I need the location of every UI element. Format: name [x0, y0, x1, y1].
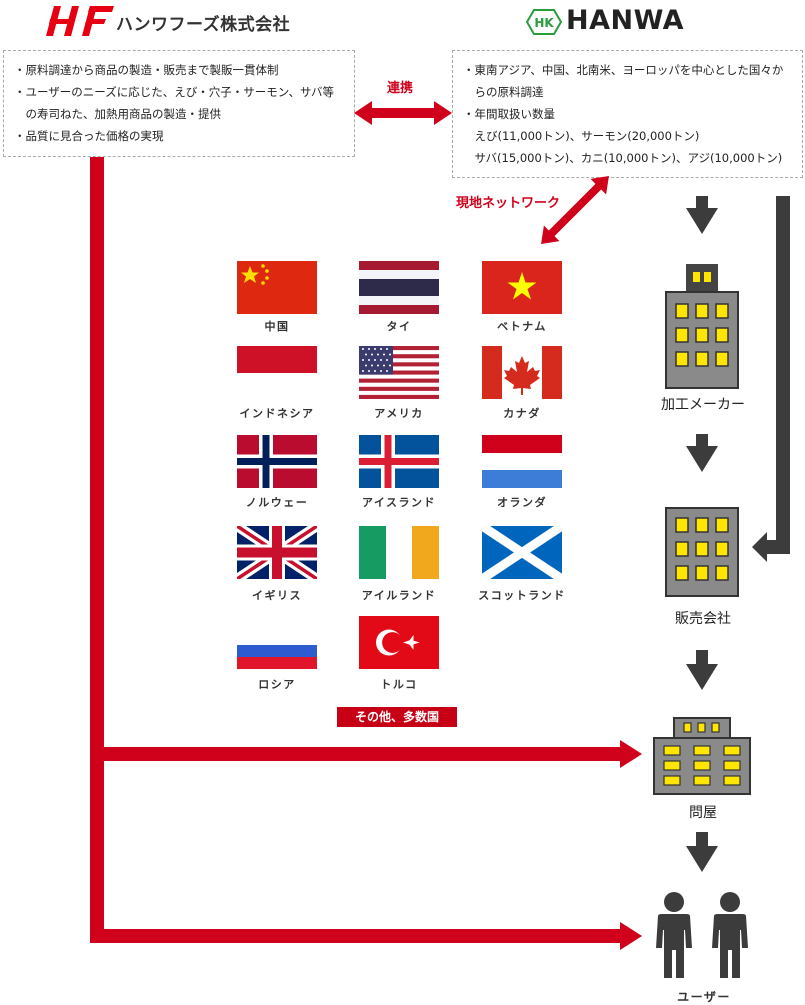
- hanwa-logo: HK: [526, 9, 562, 35]
- flag-label: アイルランド: [361, 589, 437, 602]
- flag-ireland: [359, 526, 439, 579]
- wholesaler-label: 問屋: [689, 805, 717, 821]
- info-line: ・原料調達から商品の製造・販売まで製販一貫体制: [14, 63, 279, 77]
- hanwa-foods-logo: [46, 6, 114, 36]
- flag-label: インドネシア: [239, 407, 315, 420]
- hanwa-info-box: ・東南アジア、中国、北南米、ヨーロッパを中心とした国々か らの原料調達 ・年間取…: [452, 50, 803, 178]
- flag-label: オランダ: [497, 496, 547, 509]
- down-arrow-2: [686, 434, 718, 472]
- flag-label: アイスランド: [361, 496, 437, 509]
- arrowhead-to-wholesaler: [620, 740, 642, 768]
- flag-turkey: [359, 616, 439, 669]
- flag-norway: [237, 435, 317, 488]
- flag-label: ベトナム: [497, 320, 547, 333]
- flag-usa: [359, 346, 439, 399]
- network-label: 現地ネットワーク: [456, 196, 561, 211]
- hanwa-logo-text: HK: [534, 16, 554, 30]
- hanwa-foods-name: ハンワフーズ株式会社: [116, 15, 291, 35]
- info-line: えび(11,000トン)、サーモン(20,000トン): [463, 129, 700, 143]
- info-line: サバ(15,000トン)、カニ(10,000トン)、アジ(10,000トン): [463, 151, 783, 165]
- flag-uk: [237, 526, 317, 579]
- info-line: ・品質に見合った価格の実現: [14, 129, 164, 143]
- direct-line-to-users: [90, 929, 620, 943]
- direct-line-vertical: [90, 157, 104, 943]
- flag-label: アメリカ: [374, 407, 424, 420]
- users-icon: [656, 892, 748, 978]
- flag-iceland: [359, 435, 439, 488]
- flag-label: カナダ: [503, 407, 541, 420]
- flag-vietnam: [482, 261, 562, 314]
- arrowhead-to-users: [620, 922, 642, 950]
- down-arrow-1: [686, 196, 718, 234]
- info-line: ・ユーザーのニーズに応じた、えび・穴子・サーモン、サバ等: [14, 85, 335, 99]
- flag-russia: [237, 633, 317, 669]
- hanwa-foods-info-box: ・原料調達から商品の製造・販売まで製販一貫体制 ・ユーザーのニーズに応じた、えび…: [3, 50, 355, 157]
- flag-label: イギリス: [252, 589, 302, 602]
- flag-label: スコットランド: [478, 589, 566, 602]
- info-line: ・年間取扱い数量: [463, 107, 555, 121]
- info-line: ・東南アジア、中国、北南米、ヨーロッパを中心とした国々か: [463, 63, 784, 77]
- manufacturer-building-icon: [665, 264, 739, 389]
- flag-thailand: [359, 261, 439, 314]
- renkei-label: 連携: [387, 81, 414, 96]
- sales-company-building-icon: [665, 507, 739, 597]
- renkei-arrow: [354, 101, 452, 125]
- flag-scotland: [482, 526, 562, 579]
- users-label: ユーザー: [677, 990, 731, 1004]
- flag-label: 中国: [264, 320, 290, 333]
- flag-label: タイ: [386, 320, 412, 333]
- info-line: らの原料調達: [463, 85, 544, 99]
- flag-indonesia: [237, 346, 317, 373]
- flag-canada: [482, 346, 562, 399]
- hanwa-name: HANWA: [566, 5, 685, 36]
- wholesaler-building-icon: [653, 717, 751, 795]
- down-arrow-3: [686, 650, 718, 690]
- network-arrow: [541, 176, 609, 244]
- direct-line-to-wholesaler: [90, 747, 620, 761]
- bypass-arrow: [752, 196, 790, 562]
- down-arrow-4: [686, 832, 718, 872]
- flag-china: [237, 261, 317, 314]
- sales-company-label: 販売会社: [675, 611, 731, 627]
- flag-netherlands: [482, 435, 562, 488]
- manufacturer-label: 加工メーカー: [661, 397, 745, 413]
- flag-label: ロシア: [258, 678, 296, 691]
- others-badge: その他、多数国: [337, 707, 457, 727]
- info-line: の寿司ねた、加熱用商品の製造・提供: [14, 107, 221, 121]
- flag-label: トルコ: [380, 678, 418, 691]
- flag-label: ノルウェー: [245, 496, 309, 509]
